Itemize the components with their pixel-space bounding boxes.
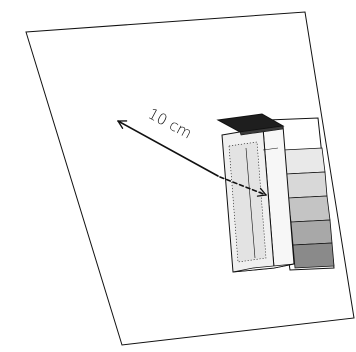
scale-swatch-3	[287, 195, 331, 223]
arrow-left-up-icon	[117, 120, 219, 177]
scale-swatch-5	[292, 242, 335, 269]
device-base	[232, 263, 295, 273]
device-highlight	[262, 147, 279, 151]
scale-swatch-4	[290, 219, 333, 246]
arrow-right-down-dashed-icon	[219, 176, 267, 197]
device-lid-edge	[239, 125, 284, 136]
device-window	[228, 141, 267, 263]
scale-swatch-2	[285, 171, 328, 199]
measuring-device	[216, 113, 295, 273]
scale-swatch-1	[282, 147, 326, 175]
device-inner-line	[245, 147, 256, 259]
